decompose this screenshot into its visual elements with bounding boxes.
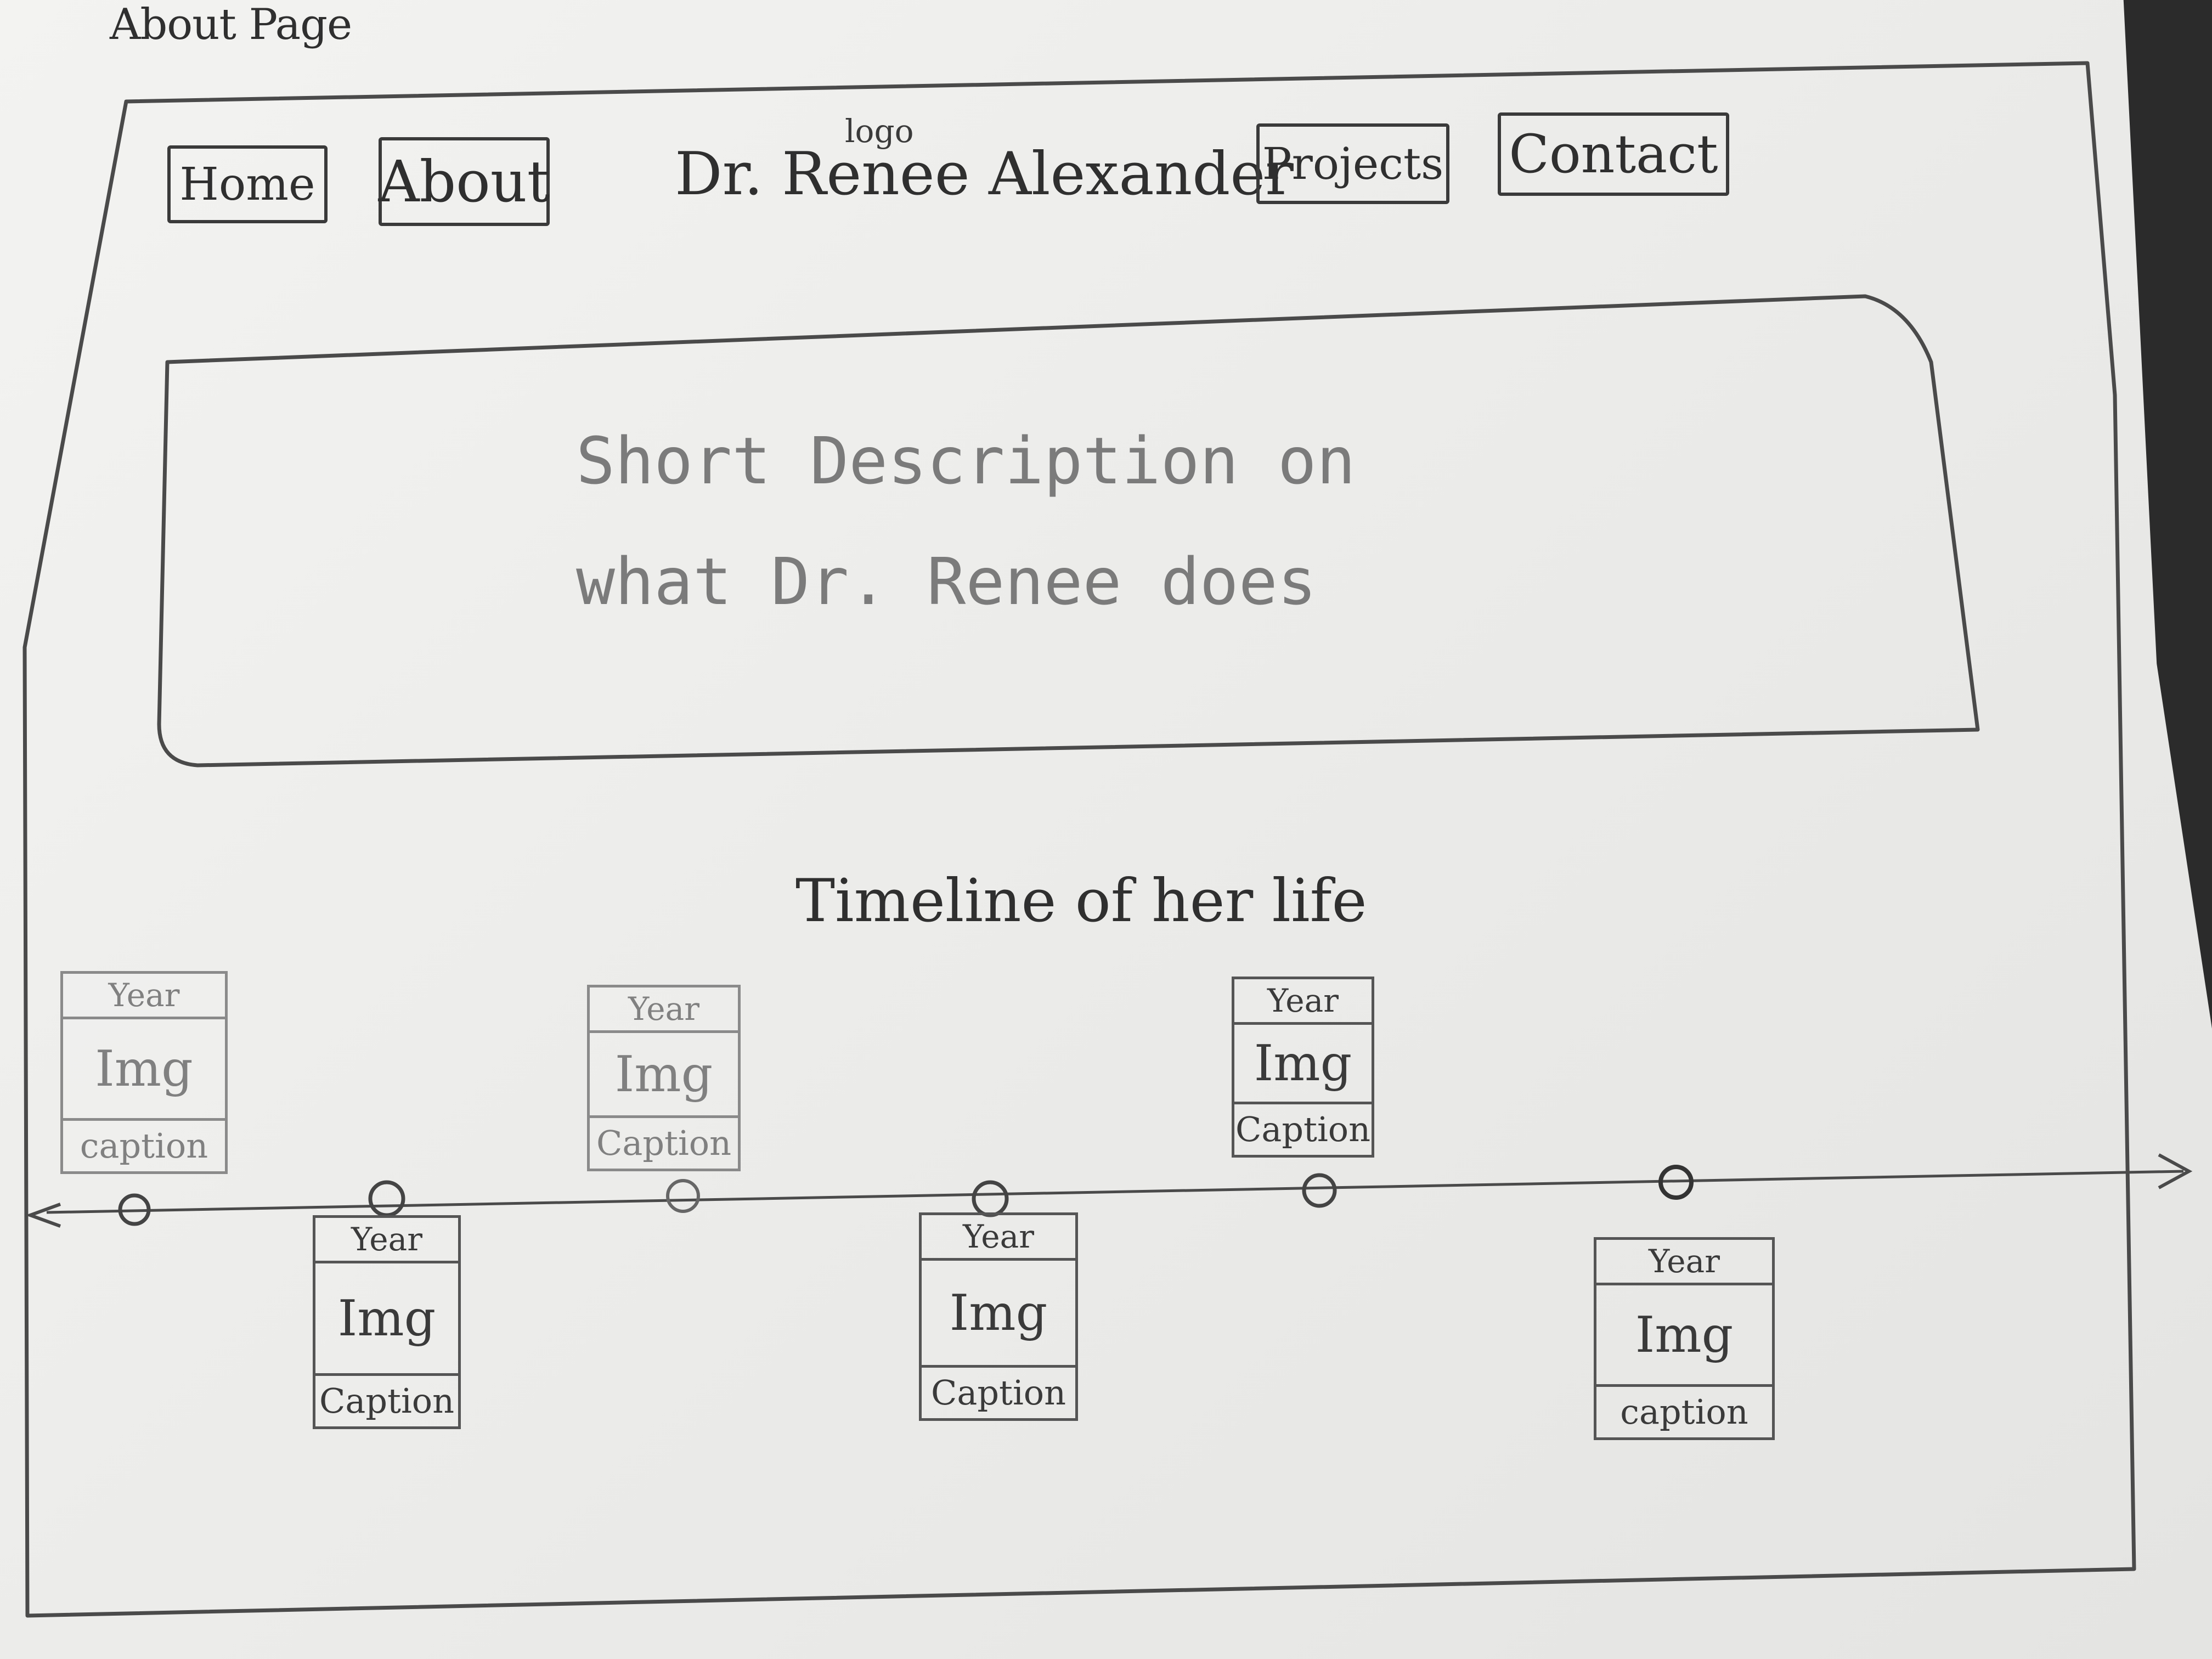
nav-projects-button[interactable]: Projects: [1256, 123, 1449, 204]
image-placeholder: Img: [337, 1289, 436, 1347]
timeline-card[interactable]: Year Img Caption: [919, 1212, 1078, 1421]
timeline-card[interactable]: Year Img Caption: [587, 985, 741, 1171]
nav-contact-button[interactable]: Contact: [1498, 112, 1729, 196]
image-placeholder: Img: [614, 1045, 713, 1103]
timeline-card-year: Year: [63, 974, 225, 1019]
nav-about-button[interactable]: About: [378, 137, 550, 226]
timeline-card-year: Year: [1234, 979, 1372, 1025]
timeline-card[interactable]: Year Img Caption: [313, 1215, 461, 1429]
timeline-card-year: Year: [1596, 1240, 1772, 1285]
image-placeholder: Img: [1254, 1034, 1352, 1092]
timeline-card-caption: Caption: [315, 1373, 458, 1426]
timeline-card-caption: Caption: [922, 1365, 1075, 1418]
page-caption: About Page: [110, 0, 352, 49]
site-title[interactable]: Dr. Renee Alexander: [675, 140, 1294, 208]
timeline-card[interactable]: Year Img caption: [1594, 1237, 1775, 1440]
image-placeholder: Img: [1635, 1306, 1734, 1364]
timeline-card-year: Year: [922, 1215, 1075, 1261]
image-placeholder: Img: [95, 1040, 193, 1098]
logo-placeholder: logo: [845, 112, 914, 150]
hero-line-2: what Dr. Renee does: [576, 544, 1317, 619]
timeline-card[interactable]: Year Img caption: [60, 971, 228, 1174]
hero-description: Short Description on what Dr. Renee does: [576, 400, 1356, 642]
timeline-card-caption: Caption: [1234, 1102, 1372, 1155]
timeline-card-caption: caption: [1596, 1384, 1772, 1437]
timeline-card-year: Year: [315, 1218, 458, 1263]
timeline-card-caption: caption: [63, 1118, 225, 1171]
nav-home-button[interactable]: Home: [167, 145, 328, 223]
hero-line-1: Short Description on: [576, 423, 1356, 499]
timeline-card[interactable]: Year Img Caption: [1232, 977, 1374, 1158]
timeline-card-year: Year: [590, 988, 738, 1033]
timeline-title: Timeline of her life: [795, 867, 1367, 935]
timeline-card-caption: Caption: [590, 1115, 738, 1169]
image-placeholder: Img: [949, 1284, 1048, 1342]
